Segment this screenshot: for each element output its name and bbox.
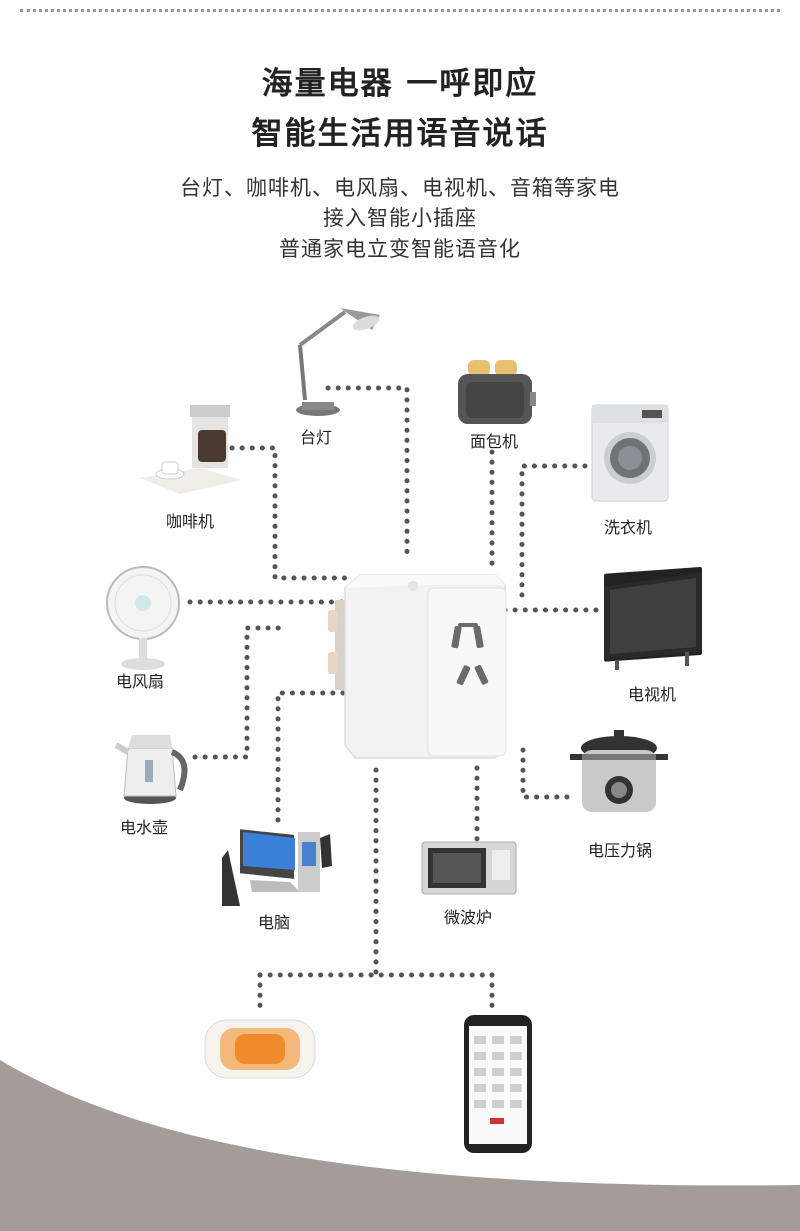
label-pressure-cooker: 电压力锅 — [587, 841, 652, 860]
label-desk-lamp: 台灯 — [299, 428, 332, 447]
connector-washer — [519, 463, 588, 603]
smart-speaker-icon — [204, 1019, 316, 1079]
top-dotted-divider — [20, 9, 780, 12]
subheading-line-2: 接入智能小插座 — [323, 206, 477, 230]
label-washing-machine: 洗衣机 — [603, 518, 652, 537]
coffee-machine-icon — [140, 405, 242, 494]
connector-lamp — [325, 385, 410, 563]
label-coffee-machine: 咖啡机 — [165, 512, 214, 531]
headline-line-1: 海量电器 一呼即应 — [261, 66, 539, 102]
washing-machine-icon — [591, 404, 669, 502]
smartphone-icon — [464, 1015, 532, 1153]
label-microwave: 微波炉 — [443, 908, 492, 927]
connector-kettle — [192, 625, 283, 760]
toaster-icon — [458, 360, 536, 424]
smart-plug-icon — [328, 574, 507, 759]
microwave-icon — [421, 841, 517, 895]
headline-line-2: 智能生活用语音说话 — [251, 116, 549, 152]
label-electric-fan: 电风扇 — [115, 672, 164, 691]
label-toaster: 面包机 — [469, 432, 518, 451]
label-computer: 电脑 — [257, 913, 290, 932]
subheading-line-3: 普通家电立变智能语音化 — [279, 237, 521, 261]
electric-kettle-icon — [114, 735, 188, 804]
television-icon — [604, 567, 702, 670]
electric-fan-icon — [106, 566, 180, 670]
desk-lamp-icon — [296, 308, 380, 416]
label-electric-kettle: 电水壶 — [119, 818, 168, 837]
pressure-cooker-icon — [570, 730, 668, 812]
connector-coffee — [229, 445, 348, 581]
connector-cooker — [520, 747, 573, 800]
subheading-line-1: 台灯、咖啡机、电风扇、电视机、音箱等家电 — [180, 176, 620, 200]
desktop-computer-icon — [222, 829, 332, 906]
label-television: 电视机 — [627, 685, 676, 704]
connector-computer — [275, 690, 346, 823]
